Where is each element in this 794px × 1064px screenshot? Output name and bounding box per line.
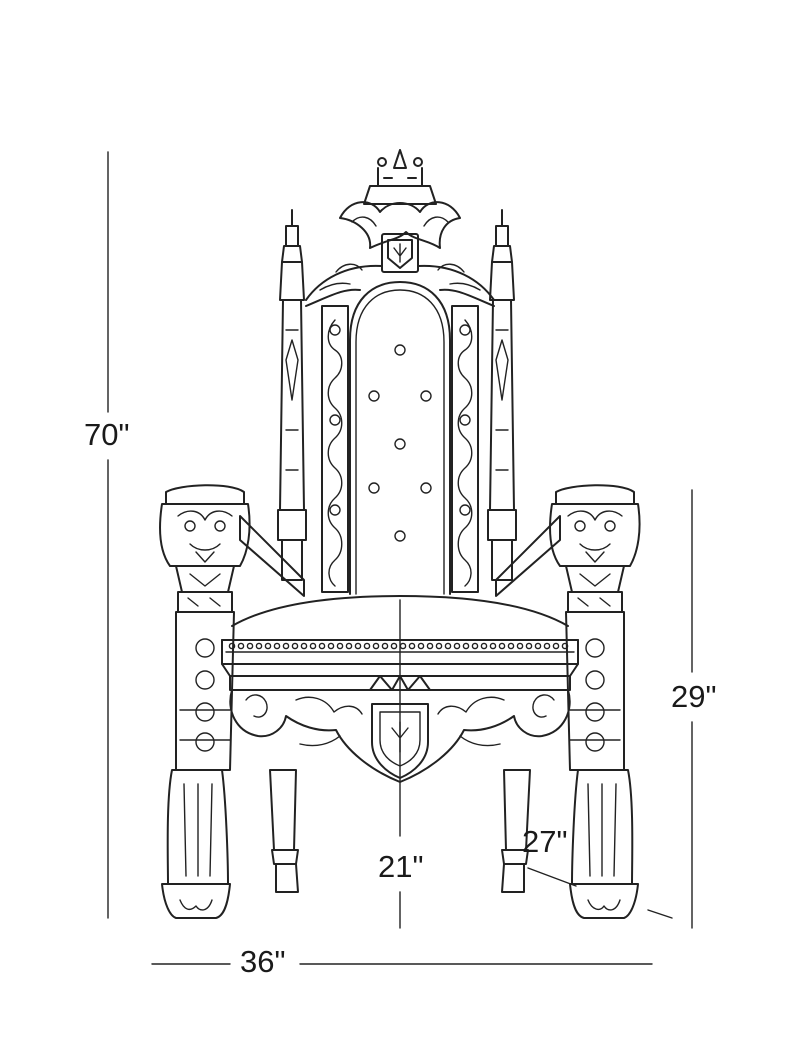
right-carved-column — [451, 305, 479, 593]
seat-height-label: 29" — [671, 679, 717, 714]
nailhead — [291, 642, 299, 650]
right-front-leg — [565, 611, 639, 919]
left-carved-column — [321, 305, 349, 593]
nailhead — [453, 642, 461, 650]
left-front-leg — [161, 611, 235, 919]
nailhead — [336, 642, 344, 650]
nailhead — [354, 642, 362, 650]
nailhead — [363, 642, 371, 650]
left-lion-armrest — [159, 484, 251, 613]
nailhead — [552, 642, 560, 650]
nailhead — [480, 642, 488, 650]
nailhead — [300, 642, 308, 650]
nailhead — [273, 642, 281, 650]
nailhead — [237, 642, 245, 650]
nailhead — [282, 642, 290, 650]
nailhead — [246, 642, 254, 650]
nailhead — [507, 642, 515, 650]
width-label: 36" — [236, 946, 290, 977]
depth-label: 27" — [522, 824, 568, 859]
crown-crest — [339, 149, 461, 273]
nailhead — [489, 642, 497, 650]
seat-nailhead-trim — [228, 642, 569, 650]
nailhead — [255, 642, 263, 650]
nailhead — [390, 642, 398, 650]
nailhead — [498, 642, 506, 650]
nailhead — [327, 642, 335, 650]
right-lion-armrest — [549, 484, 641, 613]
nailhead — [318, 642, 326, 650]
nailhead — [228, 642, 236, 650]
depth-line-b — [647, 909, 673, 919]
left-spire — [277, 209, 307, 581]
nailhead — [462, 642, 470, 650]
back-panel — [349, 281, 451, 595]
nailhead — [381, 642, 389, 650]
nailhead — [309, 642, 317, 650]
right-spire — [487, 209, 517, 581]
nailhead — [408, 642, 416, 650]
nailhead — [525, 642, 533, 650]
seat-cushion — [221, 595, 579, 677]
nailhead — [372, 642, 380, 650]
height-label: 70" — [84, 417, 130, 452]
seat-depth-label: 21" — [378, 849, 424, 884]
top-rail — [305, 263, 495, 307]
back-tufting-buttons — [368, 344, 432, 542]
arm-supports — [239, 515, 561, 597]
nailhead — [399, 642, 407, 650]
depth-line-a — [527, 867, 577, 887]
nailhead — [426, 642, 434, 650]
nailhead — [516, 642, 524, 650]
nailhead — [444, 642, 452, 650]
dimension-lines — [107, 151, 693, 965]
nailhead — [417, 642, 425, 650]
carved-apron — [229, 675, 571, 783]
nailhead — [435, 642, 443, 650]
nailhead — [264, 642, 272, 650]
nailhead — [471, 642, 479, 650]
back-legs — [269, 769, 531, 893]
nailhead — [543, 642, 551, 650]
nailhead — [534, 642, 542, 650]
nailhead — [345, 642, 353, 650]
